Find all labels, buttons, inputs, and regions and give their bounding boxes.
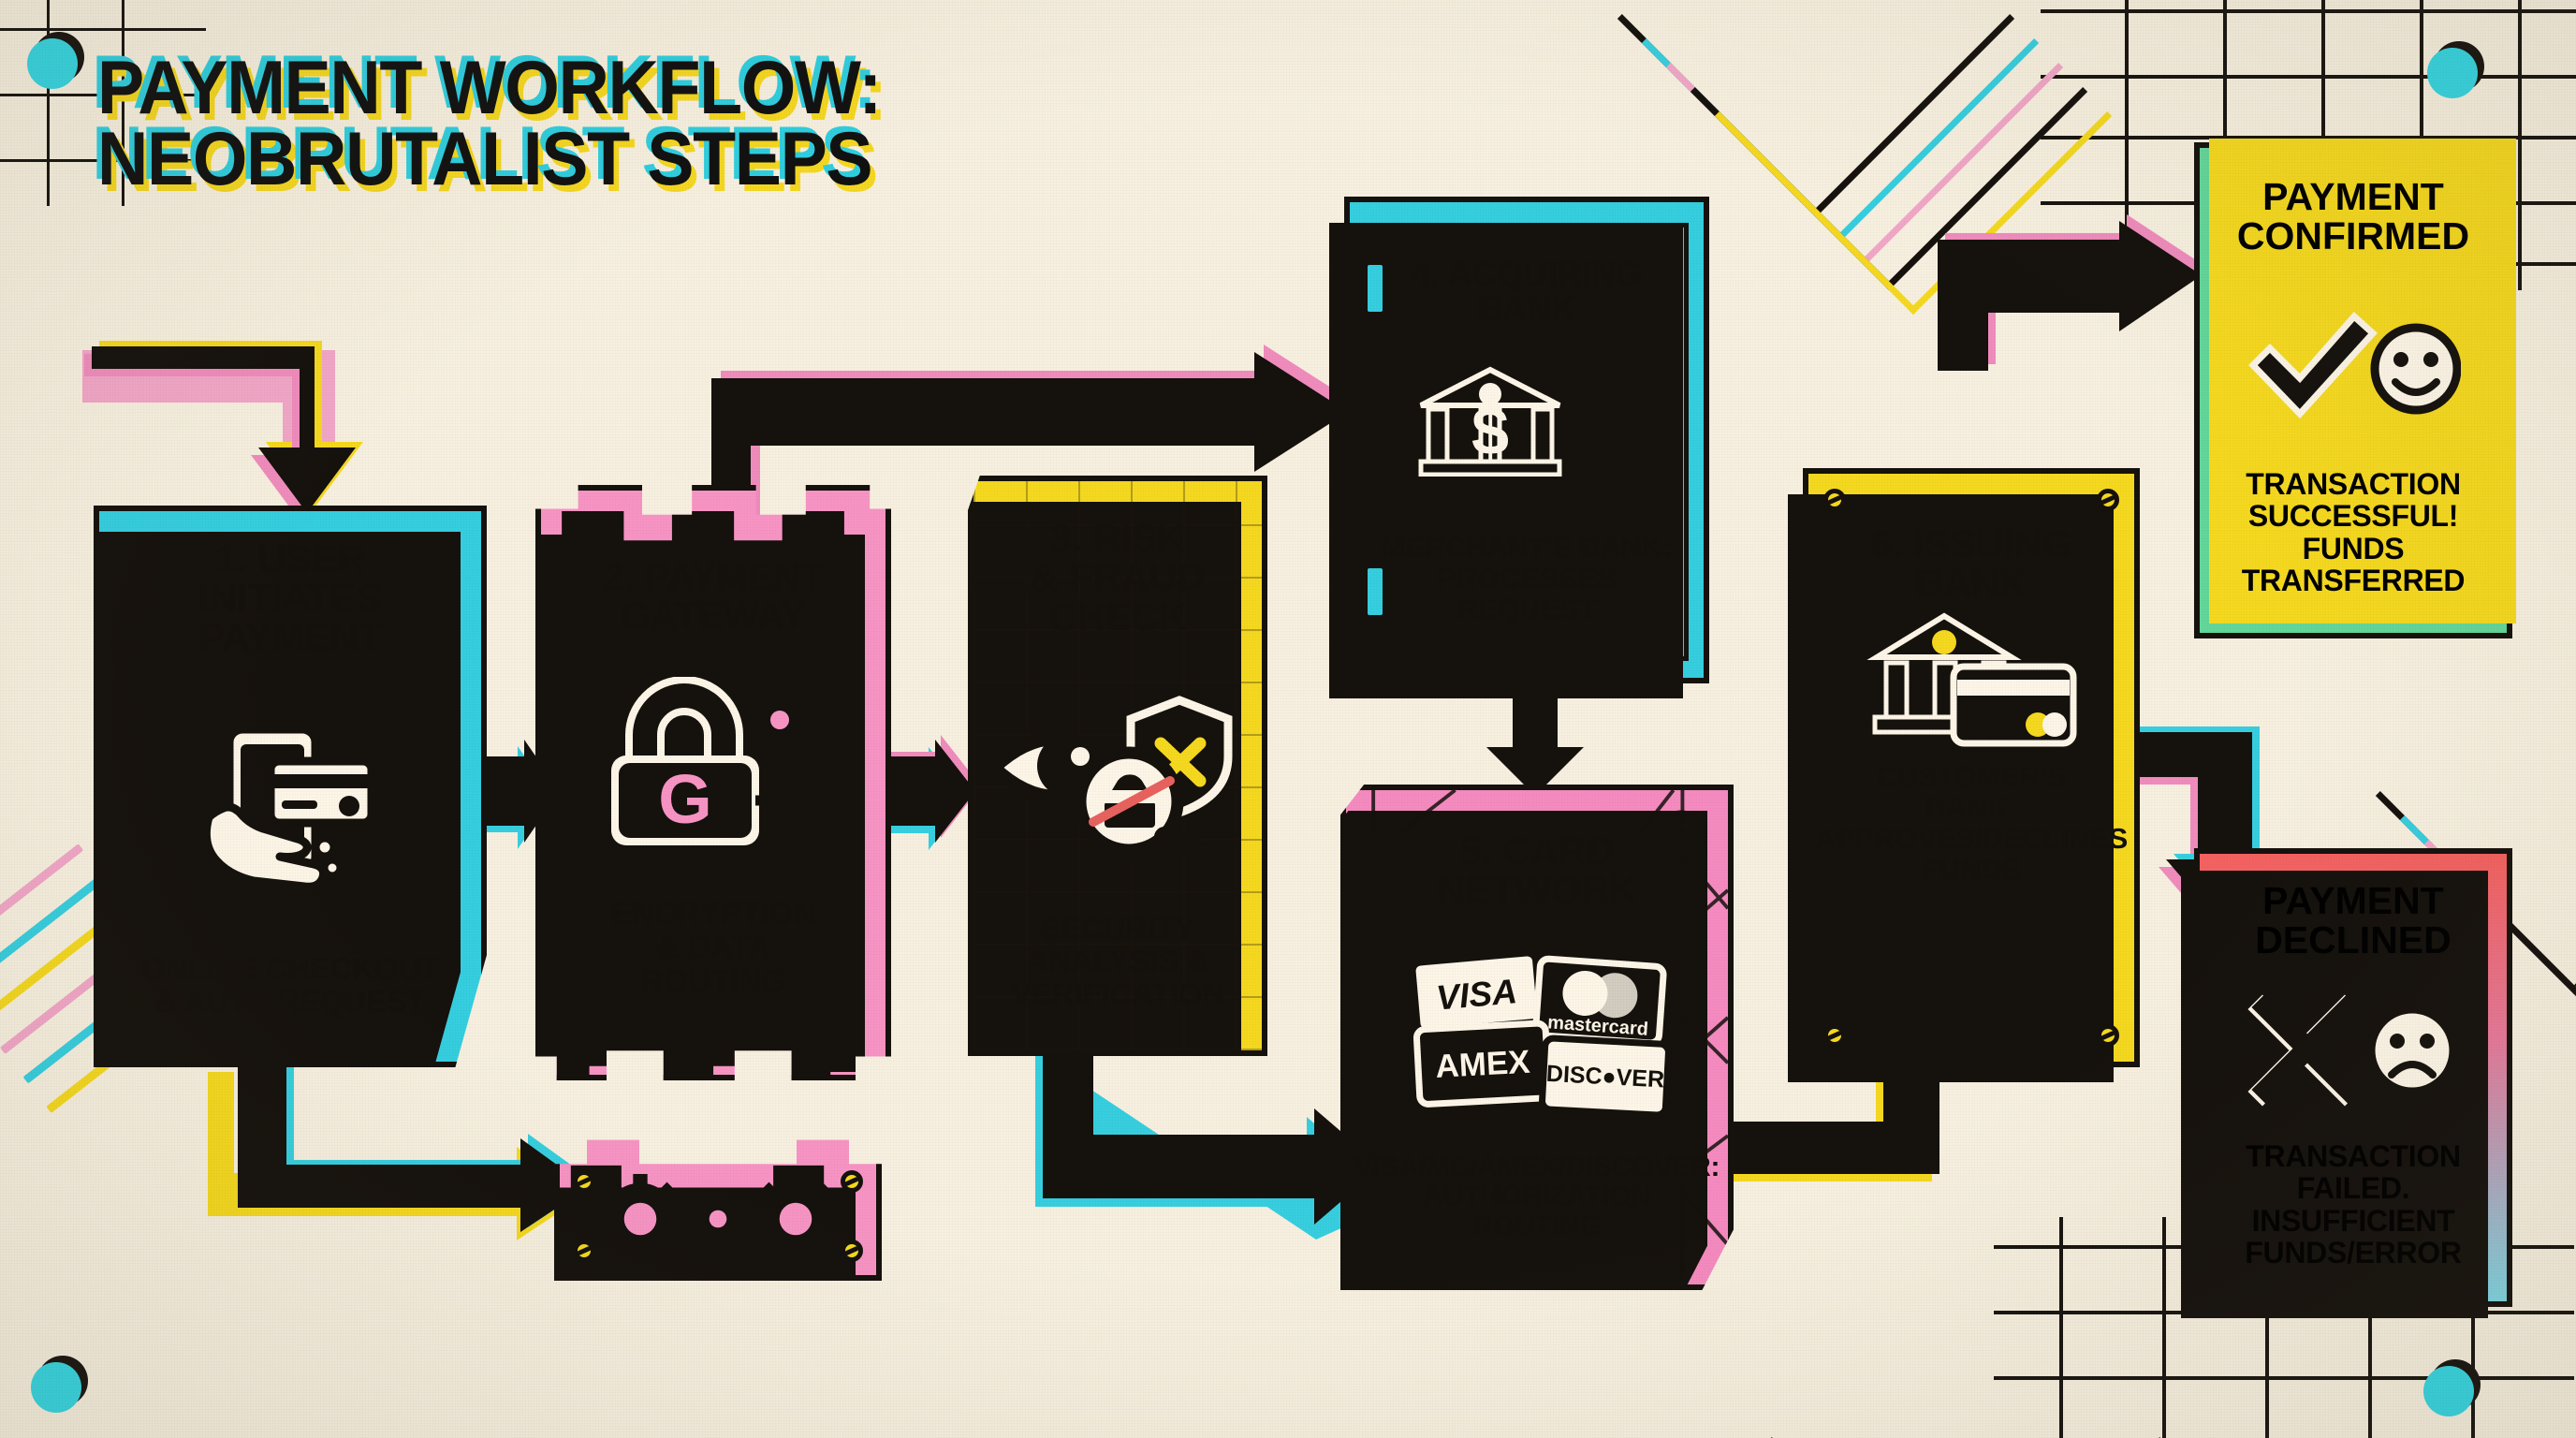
arrow-step4-to-step5 xyxy=(1485,667,1588,798)
step-4-caption: MERCHANT'S BANK: PROCESSES REQUEST xyxy=(1381,531,1673,626)
decorative-x-badge-bottom-left xyxy=(37,1356,88,1406)
svg-text:VISA: VISA xyxy=(1435,972,1519,1017)
svg-text:DISC●VER: DISC●VER xyxy=(1545,1061,1665,1093)
bg-chevron-top xyxy=(1617,0,2113,315)
decorative-x-badge-bottom-right xyxy=(2430,1359,2481,1410)
step-card-5[interactable]: 5. CARD NETWORK VISA mastercard xyxy=(1340,785,1734,1290)
step-card-4[interactable]: 4. ACQUIRING BANK $ MERCHANT'S BANK: PRO… xyxy=(1344,197,1709,683)
cross-x-icon xyxy=(2247,993,2458,1107)
bg-chevron-bottom xyxy=(1766,1242,2262,1438)
step-2-caption: ENCRYPTION & DATA ROUTING xyxy=(610,895,816,999)
gear-module xyxy=(554,1139,882,1281)
screw-bottom-right xyxy=(841,1240,863,1262)
arrow-step4-to-confirmed xyxy=(1707,214,2213,389)
outcome-declined-caption: TRANSACTION FAILED. INSUFFICIENT FUNDS/E… xyxy=(2245,1138,2462,1270)
screw-bottom-left xyxy=(573,1240,595,1262)
step-card-3[interactable]: 3. RISK & FRAUD CHECK xyxy=(968,476,1267,1056)
step-5-icon: VISA mastercard AMEX DISC●VER xyxy=(1359,910,1715,1152)
hinge-top-icon xyxy=(1363,260,1387,316)
checkmark-icon xyxy=(2248,311,2461,418)
svg-text:G: G xyxy=(658,760,712,838)
arrow-step2-to-step4 xyxy=(693,330,1367,573)
step-card-6[interactable]: 6. ISSUING BANK CUSTOMER'S BANK: APPROVE… xyxy=(1803,468,2140,1067)
step-2-heading: 2. PAYMENT GATEWAY xyxy=(603,555,824,637)
globe-icon xyxy=(1656,810,1706,860)
outcome-declined-icons xyxy=(2246,961,2461,1140)
step-4-heading: 4. ACQUIRING BANK xyxy=(1411,255,1643,328)
step-6-icon xyxy=(1822,609,2121,758)
step-3-icon xyxy=(987,637,1249,913)
step-6-caption: CUSTOMER'S BANK: APPROVES/DECLINES FUNDS xyxy=(1814,760,2129,886)
hinge-bottom-icon xyxy=(1363,564,1387,620)
outcome-confirmed-heading: PAYMENT CONFIRMED xyxy=(2236,175,2470,257)
list-lines-icon xyxy=(1925,916,2093,1002)
step-2-icon: G xyxy=(554,635,872,897)
three-gears-icon xyxy=(560,1174,876,1264)
screw-top-left xyxy=(573,1170,595,1193)
arrow-intro-to-step1 xyxy=(82,337,382,534)
svg-text:$: $ xyxy=(1471,394,1509,469)
svg-text:AMEX: AMEX xyxy=(1435,1044,1532,1085)
step-5-heading: 5. CARD NETWORK xyxy=(1436,829,1638,912)
outcome-card-confirmed[interactable]: PAYMENT CONFIRMED TRANSACTION SUCCESSFUL… xyxy=(2194,139,2516,638)
step-card-1[interactable]: 1. USER INITIATES PAYMENT ONLINE CHECKOU… xyxy=(94,506,487,1067)
step-1-caption: ONLINE CHECKOUT & AUTH REQUEST xyxy=(141,951,439,1020)
arrow-step1-to-gear-module xyxy=(208,1059,595,1240)
screw-top-left xyxy=(1823,489,1846,511)
step-3-heading: 3. RISK & FRAUD CHECK xyxy=(1030,516,1206,638)
step-5-caption: VISA/MC/AMEX/DISCOVER: AUTHORIZATION ROU… xyxy=(1354,1151,1720,1242)
screw-top-right xyxy=(841,1170,863,1193)
screw-top-right xyxy=(2097,489,2119,511)
step-4-icon: $ xyxy=(1363,326,1690,533)
outcome-declined-heading: PAYMENT DECLINED xyxy=(2255,879,2452,961)
step-1-heading: 1. USER INITIATES PAYMENT xyxy=(198,536,383,659)
decorative-x-badge-top-right xyxy=(2434,41,2484,92)
decorative-x-badge-top-left xyxy=(34,32,84,82)
screw-bottom-right xyxy=(2097,1024,2119,1047)
screw-bottom-left xyxy=(1823,1024,1846,1047)
outcome-card-declined[interactable]: PAYMENT DECLINED TRANSACTION FAILED. INS… xyxy=(2194,848,2512,1307)
step-card-2[interactable]: 2. PAYMENT GATEWAY G xyxy=(535,485,891,1080)
arrow-step3-to-step5 xyxy=(1033,1045,1389,1240)
step-3-caption: SECURITY ANALYSIS & VERIFICATION xyxy=(1011,911,1224,1012)
page-title: PAYMENT WORKFLOW: NEOBRUTALIST STEPS xyxy=(97,46,882,202)
arrow-step2-to-step3 xyxy=(877,735,981,850)
outcome-confirmed-caption: TRANSACTION SUCCESSFUL! FUNDS TRANSFERRE… xyxy=(2241,466,2466,598)
outcome-confirmed-icons xyxy=(2246,257,2461,468)
step-6-heading: 6. ISSUING BANK xyxy=(1870,521,2072,605)
step-1-icon xyxy=(112,657,468,953)
